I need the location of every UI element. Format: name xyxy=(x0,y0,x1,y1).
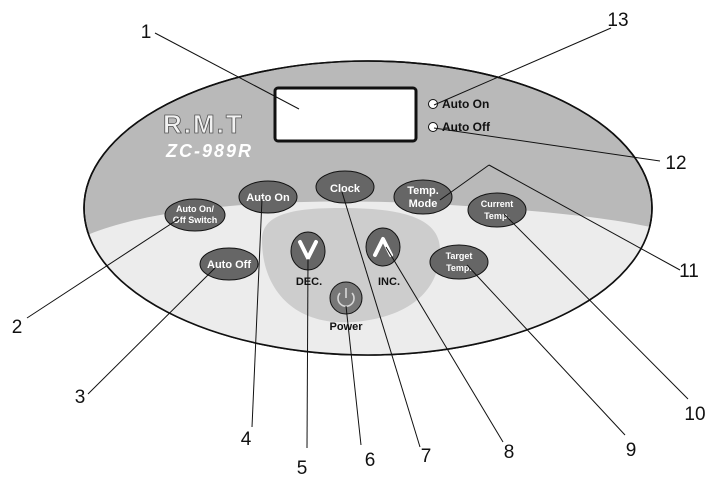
model-label: ZC-989R xyxy=(165,141,253,161)
callout-5: 5 xyxy=(297,458,308,478)
auto-on-button[interactable]: Auto On xyxy=(238,180,298,214)
temp-mode-label-2: Mode xyxy=(409,198,438,210)
target-temp-label-1: Target xyxy=(446,251,473,261)
callout-1: 1 xyxy=(141,22,152,43)
inc-label: INC. xyxy=(378,276,400,288)
dec-button[interactable] xyxy=(290,231,326,271)
auto-on-off-switch-label-2: Off Switch xyxy=(173,215,218,225)
callout-13: 13 xyxy=(607,10,628,31)
callout-2: 2 xyxy=(12,317,23,338)
callout-10: 10 xyxy=(684,404,705,425)
current-temp-button[interactable]: Current Temp. xyxy=(467,192,527,228)
callout-6: 6 xyxy=(365,450,376,471)
power-button[interactable] xyxy=(329,281,363,315)
display-screen xyxy=(273,86,418,143)
callout-3: 3 xyxy=(75,387,86,408)
temp-mode-label-1: Temp. xyxy=(407,185,439,197)
brand-logo: R.M.T xyxy=(163,109,244,139)
clock-button-label: Clock xyxy=(330,183,361,195)
auto-off-led-label: Auto Off xyxy=(442,120,491,134)
callout-12: 12 xyxy=(665,153,686,174)
chevron-up-icon xyxy=(373,237,393,257)
callout-lines xyxy=(26,27,689,449)
inc-button[interactable] xyxy=(365,227,401,267)
temp-mode-button[interactable]: Temp. Mode xyxy=(393,179,453,215)
target-temp-button[interactable]: Target Temp. xyxy=(429,244,489,280)
chevron-down-icon xyxy=(298,240,318,260)
clock-button[interactable]: Clock xyxy=(315,170,375,204)
callout-9: 9 xyxy=(626,440,637,461)
auto-off-button[interactable]: Auto Off xyxy=(199,247,259,281)
auto-on-off-switch-button[interactable]: Auto On/ Off Switch xyxy=(164,198,226,232)
current-temp-label-1: Current xyxy=(481,199,514,209)
callout-4: 4 xyxy=(241,429,252,450)
callout-7: 7 xyxy=(421,446,432,467)
callout-11: 11 xyxy=(679,261,699,282)
auto-off-button-label: Auto Off xyxy=(207,259,251,271)
auto-on-off-switch-label-1: Auto On/ xyxy=(176,204,214,214)
current-temp-label-2: Temp. xyxy=(484,211,510,221)
dec-label: DEC. xyxy=(296,276,322,288)
target-temp-label-2: Temp. xyxy=(446,263,472,273)
auto-on-button-label: Auto On xyxy=(246,192,290,204)
callout-8: 8 xyxy=(504,442,515,463)
auto-on-led-label: Auto On xyxy=(442,97,489,111)
power-label: Power xyxy=(329,321,363,333)
